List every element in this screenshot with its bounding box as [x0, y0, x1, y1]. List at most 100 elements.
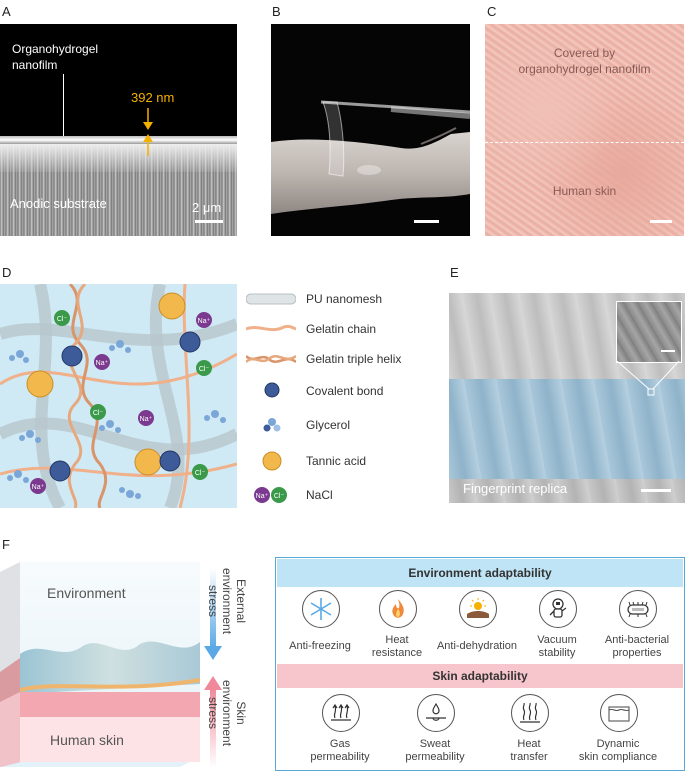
legend-label-nanomesh: PU nanomesh: [306, 292, 383, 306]
skin-adaptability-band: Skin adaptability: [277, 664, 683, 688]
ion-cl-3: Cl⁻: [93, 410, 104, 417]
thickness-arrows-icon: [143, 108, 153, 156]
scale-bar-a: [195, 220, 223, 223]
scale-bar-c: [650, 220, 672, 223]
env-feature-label-3: Anti-dehydration: [436, 640, 518, 652]
skin-micrograph: Covered by organohydrogel nanofilm Human…: [485, 24, 684, 236]
external-line1: External: [234, 579, 248, 624]
human-skin-label-c: Human skin: [552, 184, 617, 198]
covalent-bond-icon: [264, 382, 280, 398]
sweat-drop-icon: [417, 694, 455, 732]
fingerprint-caption: Fingerprint replica: [463, 481, 568, 496]
nanomesh-icon: [246, 293, 296, 305]
legend-item-gelatin-chain: Gelatin chain: [246, 318, 446, 342]
arm-photo: [271, 24, 470, 236]
legend-label-gelatin-chain: Gelatin chain: [306, 322, 377, 336]
zoom-inset: [616, 301, 682, 363]
legend-label-nacl: NaCl: [306, 488, 333, 502]
fingerprint-replica-image: Fingerprint replica: [449, 293, 685, 503]
zoom-lines: [616, 361, 680, 396]
legend-item-tannic-acid: Tannic acid: [246, 450, 446, 474]
legend-label-tannic-acid: Tannic acid: [306, 454, 367, 468]
nanofilm-layer: [0, 136, 237, 144]
film-label-line1: Organohydrogel: [12, 42, 99, 56]
gas-arrows-icon: [322, 694, 360, 732]
human-skin-label-f: Human skin: [50, 732, 124, 748]
external-line3: stress: [206, 585, 220, 618]
scale-bar-label-a: 2 μm: [192, 200, 222, 215]
ion-na-2: Na⁺: [198, 318, 211, 325]
bacteria-icon: [619, 590, 657, 628]
legend-item-covalent-bond: Covalent bond: [246, 380, 446, 404]
sun-desert-icon: [459, 590, 497, 628]
panel-label-d: D: [2, 265, 12, 280]
covered-label-line2: organohydrogel nanofilm: [518, 62, 651, 76]
nacl-icon: Na⁺ Cl⁻: [254, 487, 287, 503]
molecular-schematic: Cl⁻ Cl⁻ Cl⁻ Cl⁻ Na⁺ Na⁺ Na⁺ Na⁺: [0, 284, 237, 508]
glycerol-icon: [263, 418, 281, 432]
adaptability-box: Environment adaptability Anti-freezing H…: [275, 557, 685, 771]
nacl-cl-text: Cl⁻: [274, 493, 285, 500]
legend-item-glycerol: Glycerol: [246, 414, 446, 438]
legend-label-triple-helix: Gelatin triple helix: [306, 352, 402, 366]
covered-label-line1: Covered by: [553, 46, 616, 60]
triple-helix-icon: [246, 354, 296, 364]
skin-line2: environment: [220, 680, 234, 747]
environment-adaptability-band: Environment adaptability: [277, 559, 683, 587]
legend-label-glycerol: Glycerol: [306, 418, 351, 432]
skin-block-illustration: [0, 562, 200, 767]
external-line2: environment: [220, 568, 234, 635]
legend-item-nacl: Na⁺ Cl⁻ NaCl: [246, 484, 446, 508]
scale-bar-b: [414, 220, 439, 223]
snowflake-icon: [302, 590, 340, 628]
environment-label: Environment: [47, 585, 126, 601]
ion-na-4: Na⁺: [32, 484, 45, 491]
ion-cl-4: Cl⁻: [195, 470, 206, 477]
thickness-label: 392 nm: [131, 90, 175, 105]
panel-label-c: C: [487, 4, 497, 19]
panel-label-f: F: [2, 537, 10, 552]
skin-stress-label: Skin environment stress: [206, 680, 248, 746]
arm-with-nanofilm-illustration: [271, 100, 470, 214]
nacl-na-text: Na⁺: [256, 493, 269, 500]
ion-cl-2: Cl⁻: [199, 366, 210, 373]
skin-line1: Skin: [234, 701, 248, 725]
ion-na-1: Na⁺: [96, 360, 109, 367]
tannic-acid-icon: [262, 451, 282, 471]
panel-label-a: A: [2, 4, 11, 19]
skin-line3: stress: [206, 697, 220, 730]
gelatin-chain-icon: [246, 324, 296, 332]
heat-waves-icon: [511, 694, 549, 732]
legend-item-triple-helix: Gelatin triple helix: [246, 348, 446, 372]
ion-cl-1: Cl⁻: [57, 316, 68, 323]
legend-item-nanomesh: PU nanomesh: [246, 288, 446, 312]
stress-arrows-icon: [204, 568, 222, 768]
astronaut-icon: [539, 590, 577, 628]
external-stress-label: External environment stress: [206, 568, 248, 634]
flame-icon: [379, 590, 417, 628]
panel-label-e: E: [450, 265, 459, 280]
sem-cross-section: Organohydrogel nanofilm 392 nm Anodic su…: [0, 24, 237, 236]
scale-bar-e: [641, 489, 671, 492]
film-label-line2: nanofilm: [12, 58, 58, 72]
film-pointer-line: [63, 74, 64, 136]
skin-adaptability-title: Skin adaptability: [432, 669, 528, 683]
environment-adaptability-title: Environment adaptability: [408, 566, 552, 580]
env-feature-label-1: Anti-freezing: [289, 640, 351, 652]
scale-bar-inset: [661, 350, 675, 352]
network-illustration: Cl⁻ Cl⁻ Cl⁻ Cl⁻ Na⁺ Na⁺ Na⁺ Na⁺: [0, 284, 237, 508]
panel-label-b: B: [272, 4, 281, 19]
boundary-dashed-line: [485, 142, 684, 143]
substrate-label: Anodic substrate: [10, 196, 107, 211]
legend-label-covalent-bond: Covalent bond: [306, 384, 384, 398]
ion-na-3: Na⁺: [140, 416, 153, 423]
skin-surface-icon: [600, 694, 638, 732]
replica-region: [449, 379, 685, 479]
